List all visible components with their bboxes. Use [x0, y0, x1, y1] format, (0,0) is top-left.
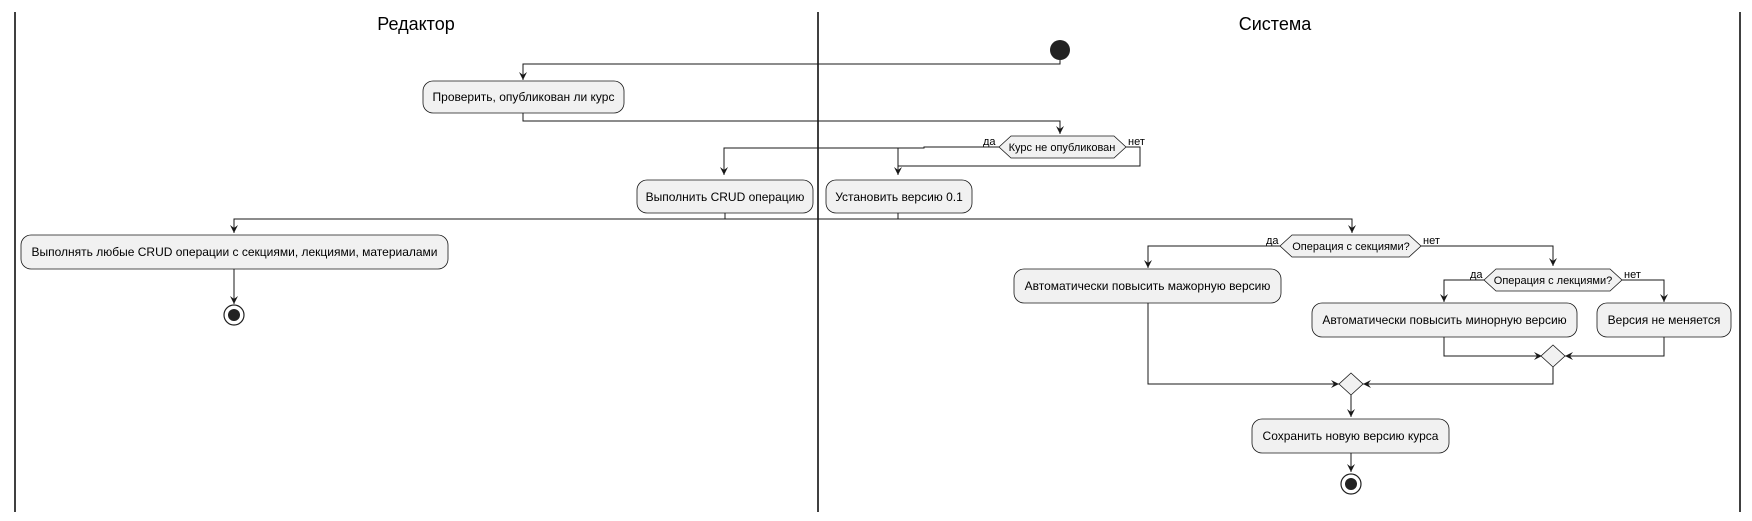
arrowhead: [1348, 225, 1356, 233]
arrowhead: [1534, 352, 1542, 360]
arrowhead: [1331, 380, 1339, 388]
lane-title-system: Система: [1239, 14, 1312, 34]
arrowhead: [1347, 464, 1355, 472]
decision-sections-op-label: Операция с секциями?: [1292, 241, 1410, 253]
edge-minor-to-merge: [1443, 337, 1542, 357]
start-node: [1050, 40, 1070, 60]
guard-no-published: нет: [1128, 136, 1145, 148]
action-any-crud-label: Выполнять любые CRUD операции с секциями…: [31, 245, 437, 259]
guard-no-lectures: нет: [1624, 269, 1641, 281]
decision-lectures-op-label: Операция с лекциями?: [1494, 275, 1612, 287]
edge-major-to-merge: [1147, 303, 1339, 385]
arrowhead: [230, 296, 238, 304]
edge-yes-to-crud: [723, 146, 999, 175]
guard-no-sections: нет: [1423, 235, 1440, 247]
guard-yes-sections: да: [1266, 235, 1279, 247]
edge-merge1-to-merge2: [1363, 367, 1554, 385]
end-node-system-core: [1345, 478, 1357, 490]
arrowhead: [1440, 294, 1448, 302]
edge-lectures-no: [1622, 279, 1665, 302]
arrowhead: [1056, 126, 1064, 134]
arrowhead: [1363, 380, 1371, 388]
arrowhead: [230, 225, 238, 233]
guard-yes-published: да: [983, 136, 996, 148]
arrowhead: [1144, 260, 1152, 268]
action-set-version-label: Установить версию 0.1: [835, 190, 963, 204]
edge-fork: [233, 218, 1353, 233]
edge-nochange-to-merge: [1565, 337, 1665, 357]
edge-start-to-check: [522, 60, 1061, 80]
arrowhead: [519, 72, 527, 80]
edge-sections-no: [1421, 245, 1554, 266]
arrowhead: [1565, 352, 1573, 360]
merge-sections: [1338, 372, 1364, 396]
arrowhead: [1549, 258, 1557, 266]
edge-check-to-decision: [522, 113, 1061, 134]
lane-title-editor: Редактор: [377, 14, 454, 34]
action-bump-major-label: Автоматически повысить мажорную версию: [1025, 279, 1271, 293]
action-no-change-label: Версия не меняется: [1608, 313, 1721, 327]
edge-sections-yes: [1147, 245, 1280, 268]
end-node-editor-core: [228, 309, 240, 321]
edge-no-branch: [898, 146, 1141, 167]
edge-lectures-yes: [1443, 279, 1484, 302]
arrowhead: [1660, 294, 1668, 302]
action-do-crud-label: Выполнить CRUD операцию: [646, 190, 805, 204]
arrowhead: [894, 167, 902, 175]
action-set-version: [825, 179, 973, 214]
decision-not-published-label: Курс не опубликован: [1009, 142, 1116, 154]
merge-lectures: [1540, 344, 1566, 368]
action-check-published-label: Проверить, опубликован ли курс: [433, 90, 615, 104]
arrowhead: [720, 167, 728, 175]
action-bump-minor-label: Автоматически повысить минорную версию: [1322, 313, 1566, 327]
action-save-version-label: Сохранить новую версию курса: [1263, 429, 1439, 443]
arrowhead: [1347, 409, 1355, 417]
guard-yes-lectures: да: [1470, 269, 1483, 281]
